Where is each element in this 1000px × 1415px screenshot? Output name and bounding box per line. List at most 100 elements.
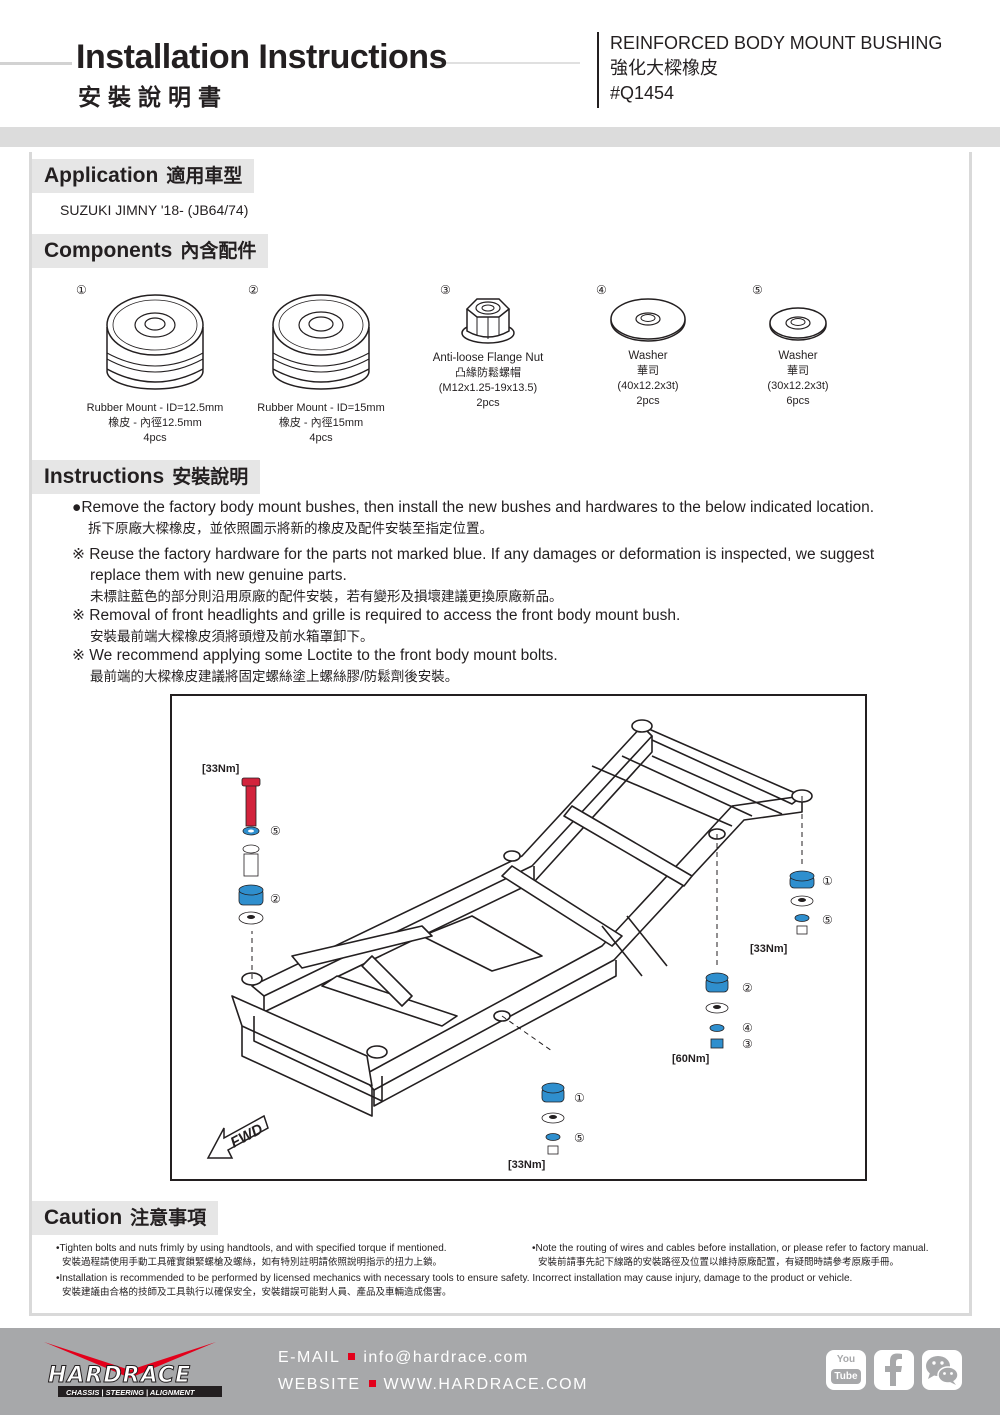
application-title: Application 適用車型 (32, 159, 255, 193)
caution-item-2-en: •Note the routing of wires and cables be… (532, 1243, 929, 1254)
chassis-frame-illustration: [33Nm] [33Nm] [60Nm] [33Nm] ⑤ ② ① ⑤ ② ④ … (202, 719, 833, 1171)
component-name-zh-3: 凸緣防鬆螺帽 (455, 367, 521, 379)
product-info: REINFORCED BODY MOUNT BUSHING 強化大樑橡皮 #Q1… (610, 31, 942, 106)
component-name-5: Washer (778, 350, 818, 362)
installation-diagram: [33Nm] [33Nm] [60Nm] [33Nm] ⑤ ② ① ⑤ ② ④ … (170, 694, 867, 1181)
stack-middle (705, 972, 729, 1049)
component-name-3: Anti-loose Flange Nut (432, 352, 544, 364)
torque-label-bottom: [33Nm] (508, 1159, 546, 1171)
wechat-glyph-icon (926, 1356, 959, 1385)
website-label: WEBSITE (278, 1376, 361, 1393)
application-vehicle: SUZUKI JIMNY '18- (JB64/74) (60, 202, 249, 218)
header-rule (0, 62, 72, 65)
component-name-zh-2: 橡皮 - 內徑15mm (278, 417, 364, 429)
product-name-en: REINFORCED BODY MOUNT BUSHING (610, 33, 943, 53)
caution-item-2: •Note the routing of wires and cables be… (532, 1242, 962, 1270)
callout-4: ④ (742, 1021, 753, 1035)
component-item-5: ⑤ Washer 華司 (30x12.2x3t) 6pcs (746, 283, 850, 409)
torque-label-rear: [33Nm] (750, 943, 788, 955)
footer-email: E-MAIL info@hardrace.com (278, 1349, 529, 1367)
instruction-note-1: ※ Reuse the factory hardware for the par… (72, 544, 874, 607)
caution-title-zh: 注意事項 (130, 1207, 207, 1229)
component-name-1: Rubber Mount - ID=12.5mm (86, 402, 224, 414)
component-item-2: ② Rubber Mount - ID=15mm 橡皮 - 內徑15mm 4pc… (246, 283, 396, 446)
component-qty-3: 2pcs (476, 397, 500, 409)
component-name-zh-4: 華司 (637, 365, 659, 377)
caution-item-3-zh: 安裝建議由合格的技師及工具執行以確保安全，安裝錯誤可能對人員、產品及車輛造成傷害… (62, 1287, 452, 1298)
instruction-note-1-zh: 未標註藍色的部分則沿用原廠的配件安裝，若有變形及損壞建議更換原廠新品。 (90, 589, 563, 604)
email-bullet (348, 1353, 356, 1360)
callout-5a: ⑤ (270, 824, 281, 838)
caution-item-1-en: •Tighten bolts and nuts frimly by using … (56, 1243, 447, 1254)
callout-1a: ① (822, 874, 833, 888)
instruction-main-en: ●Remove the factory body mount bushes, t… (72, 499, 875, 516)
website-link[interactable]: WWW.HARDRACE.COM (383, 1376, 588, 1393)
facebook-icon[interactable] (874, 1350, 914, 1390)
product-name-zh: 強化大樑橡皮 (610, 58, 718, 78)
facebook-glyph-icon (885, 1353, 902, 1386)
header-band (0, 127, 1000, 147)
content-frame (29, 152, 972, 1316)
page-title-zh: 安裝說明書 (78, 84, 228, 111)
component-item-4: ④ Washer 華司 (40x12.2x3t) 2pcs (596, 283, 700, 409)
hardrace-logo-icon: HARDRACE CHASSIS | STEERING | ALIGNMENT (44, 1342, 222, 1397)
caution-item-1: •Tighten bolts and nuts frimly by using … (56, 1242, 526, 1270)
part-number: #Q1454 (610, 83, 675, 103)
torque-label-middle: [60Nm] (672, 1053, 710, 1065)
instruction-main: ●Remove the factory body mount bushes, t… (72, 497, 874, 539)
component-num-4: ④ (596, 283, 607, 297)
instructions-title-zh: 安裝說明 (172, 466, 249, 488)
youtube-top-text: You (836, 1354, 856, 1365)
rubber-mount-2-icon (272, 294, 370, 390)
caution-item-1-zh: 安裝過程請使用手動工具確實鎖緊螺槍及螺絲，如有特別註明請依照說明指示的扭力上鎖。 (62, 1257, 443, 1268)
component-item-1: ① Rubber Mount - ID=12.5mm 橡皮 - 內徑12.5mm… (76, 283, 230, 446)
instruction-note-2: ※ Removal of front headlights and grille… (72, 605, 680, 647)
email-label: E-MAIL (278, 1349, 341, 1366)
callout-5b: ⑤ (822, 913, 833, 927)
instruction-note-1-en-a: ※ Reuse the factory hardware for the par… (72, 546, 875, 563)
instruction-note-3-zh: 最前端的大樑橡皮建議將固定螺絲塗上螺絲膠/防鬆劑後安裝。 (90, 669, 459, 684)
callout-5c: ⑤ (574, 1131, 585, 1145)
component-qty-1: 4pcs (143, 432, 167, 444)
stack-rear-right (789, 870, 815, 935)
instruction-main-zh: 拆下原廠大樑橡皮，並依照圖示將新的橡皮及配件安裝至指定位置。 (88, 521, 493, 536)
email-link[interactable]: info@hardrace.com (363, 1349, 529, 1366)
callout-3: ③ (742, 1037, 753, 1051)
components-title-en: Components (44, 239, 173, 262)
components-title: Components 內含配件 (32, 234, 269, 268)
instruction-note-2-en: ※ Removal of front headlights and grille… (72, 607, 681, 624)
header-divider (597, 32, 599, 108)
application-title-zh: 適用車型 (166, 165, 243, 187)
hardrace-logo: HARDRACE CHASSIS | STEERING | ALIGNMENT (40, 1338, 230, 1400)
component-name-zh-5: 華司 (787, 365, 809, 377)
torque-label-front: [33Nm] (202, 763, 240, 775)
component-qty-5: 6pcs (786, 395, 810, 407)
washer-30-icon (769, 307, 827, 341)
component-num-2: ② (248, 283, 259, 297)
component-num-5: ⑤ (752, 283, 763, 297)
washer-40-icon (610, 298, 686, 342)
instruction-note-1-en-b: replace them with new genuine parts. (90, 567, 347, 584)
component-spec-3: (M12x1.25-19x13.5) (438, 382, 538, 394)
component-qty-2: 4pcs (309, 432, 333, 444)
component-qty-4: 2pcs (636, 395, 660, 407)
fwd-arrow-icon: FWD (206, 1114, 269, 1159)
component-num-1: ① (76, 283, 87, 297)
youtube-icon[interactable]: You Tube (826, 1350, 866, 1390)
caution-item-3: •Installation is recommended to be perfo… (56, 1272, 956, 1300)
callout-1b: ① (574, 1091, 585, 1105)
application-title-en: Application (44, 164, 159, 187)
callout-2b: ② (742, 981, 753, 995)
stack-front-left (238, 777, 264, 925)
youtube-bottom-text: Tube (831, 1369, 861, 1384)
component-item-3: ③ Anti-loose Flange Nut 凸緣防鬆螺帽 (M12x1.25… (418, 283, 558, 411)
components-title-zh: 內含配件 (180, 240, 257, 262)
caution-item-2-zh: 安裝前請事先記下線路的安裝路徑及位置以維持原廠配置，有疑問時請參考原廠手冊。 (538, 1257, 900, 1268)
instruction-note-2-zh: 安裝最前端大樑橡皮須將頭燈及前水箱罩卸下。 (90, 629, 374, 644)
wechat-icon[interactable] (922, 1350, 962, 1390)
rubber-mount-1-icon (106, 294, 204, 390)
instruction-note-3-en: ※ We recommend applying some Loctite to … (72, 647, 558, 664)
header-rule-right (430, 62, 580, 64)
